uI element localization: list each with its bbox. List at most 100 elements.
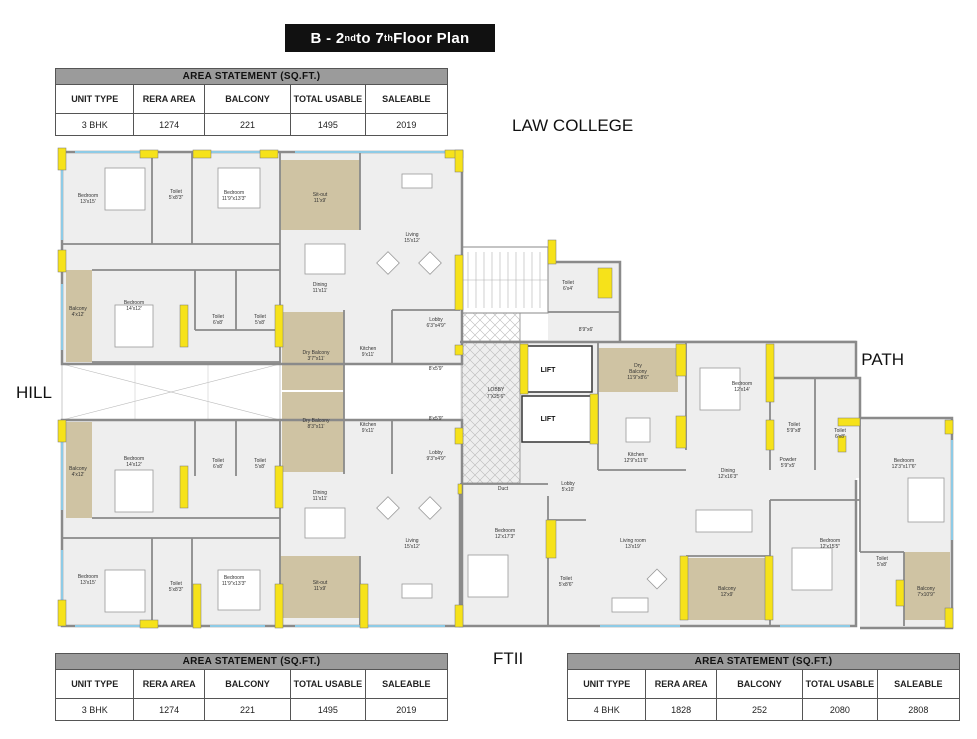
room-label: Bedroom [732,381,752,387]
room-label: Toilet [170,189,182,195]
room-size: 3'7"x11' [308,356,325,362]
cell-total-usable: 1495 [290,113,366,136]
room-label: Dining [313,282,327,288]
room-label: Powder [780,457,797,463]
header-balcony: BALCONY [715,669,804,699]
header-saleable: SALEABLE [364,84,449,114]
header-saleable: SALEABLE [364,669,449,699]
room-size: 5'x10' [562,487,575,493]
room-size: 12'3"x17'6" [892,464,917,470]
stair-treads [462,252,548,308]
room-size: 9'x11' [362,428,374,434]
room-label: Dry Balcony [303,350,330,356]
title-text: Floor Plan [393,29,470,47]
title-text: B - 2 [310,29,345,47]
room-size: 6'x8' [213,464,223,470]
room-label: Toilet [876,556,888,562]
room-size: 12'x16'3" [718,474,738,480]
cell-saleable: 2808 [876,698,961,721]
room-size: 13'x15' [80,199,96,205]
room-label: Bedroom [894,458,914,464]
room-label: Toilet [788,422,800,428]
header-total-usable: TOTAL USABLE [290,84,366,114]
room-label: Balcony [69,306,87,312]
room-size: 5'x8' [877,562,887,568]
cell-rera-area: 1274 [133,698,205,721]
room-size: 5'x8'3" [169,195,184,201]
room-size: 4'x12' [72,312,85,318]
columns [57,147,954,629]
room-label: Bedroom [124,456,144,462]
room-size: 6'3"x4'9" [426,323,445,329]
lift-label: LIFT [541,367,556,374]
room-label: Bedroom [78,574,98,580]
room-size: 5'x8' [255,320,265,326]
cell-balcony: 221 [203,698,292,721]
room-label: Dry [634,363,642,369]
dry-balcony-right [598,348,678,392]
room-label: Toilet [560,576,572,582]
room-label: Lobby [429,317,443,323]
room-label: Toilet [254,458,266,464]
room-size: 9'x11' [362,352,374,358]
room-size: 4'x12' [72,472,85,478]
room-size: 5'x8' [255,464,265,470]
dry-balcony-bottom [282,392,344,472]
room-label: LOBBY [488,387,505,393]
room-size: 11'x11' [313,496,328,502]
cell-rera-area: 1828 [645,698,717,721]
room-size: 5'x8'6" [559,582,574,588]
title-sup: nd [344,33,357,43]
room-size: 15'x12' [404,544,420,550]
room-size: 12'x14' [734,387,750,393]
cell-unit-type: 3 BHK [54,698,135,721]
room-size: 8'x5'9" [429,416,444,422]
room-size: 9'3"x4'9" [426,456,445,462]
room-size: 11'9"x13'3" [222,581,246,587]
room-size: 5'9"x8' [787,428,802,434]
room-label: Balcony [718,586,736,592]
room-label: Balcony [69,466,87,472]
cell-unit-type: 4 BHK [566,698,647,721]
room-size: 7'X25'6" [487,394,505,400]
road-label-north: LAW COLLEGE [512,116,634,135]
room-label: Duct [498,486,509,492]
room-size: 5'x8'3" [169,587,184,593]
room-size: 14'x12' [126,462,142,468]
lift-2 [521,395,593,443]
room-label: Toilet [562,280,574,286]
room-label: Balcony [917,586,935,592]
room-size: 8'3"x11' [308,424,325,430]
room-label: Toilet [170,581,182,587]
room-label: Bedroom [124,300,144,306]
room-label: Bedroom [495,528,515,534]
area-statement-table-bottom-right: AREA STATEMENT (SQ.FT.) UNIT TYPE RERA A… [566,653,961,721]
room-label: Toilet [212,458,224,464]
room-label: Bedroom [224,190,244,196]
room-label: Toilet [254,314,266,320]
header-balcony: BALCONY [203,84,292,114]
room-size: 12'9"x11'6" [624,458,648,464]
room-label: Dining [721,468,735,474]
room-size: 13'x15' [80,580,96,586]
cell-saleable: 2019 [364,113,449,136]
room-label: Sit-out [313,192,328,198]
room-label: Living [405,538,418,544]
area-statement-table-bottom-left: AREA STATEMENT (SQ.FT.) UNIT TYPE RERA A… [54,653,449,721]
room-size: 15'x12' [404,238,420,244]
room-label: Toilet [212,314,224,320]
road-label-west: HILL [16,383,52,402]
room-label: Lobby [561,481,575,487]
table-caption: AREA STATEMENT (SQ.FT.) [567,653,960,670]
room-size: 12'x15'5" [820,544,840,550]
area-statement-table-top: AREA STATEMENT (SQ.FT.) UNIT TYPE RERA A… [54,68,449,136]
room-label: Bedroom [820,538,840,544]
room-label: Living [405,232,418,238]
room-label: Lobby [429,450,443,456]
room-size: 11'x11' [313,288,328,294]
room-label: Living room [620,538,646,544]
room-size: 14'x12' [126,306,142,312]
room-label: Toilet [834,428,846,434]
lift-1 [521,345,593,393]
cell-balcony: 252 [715,698,804,721]
